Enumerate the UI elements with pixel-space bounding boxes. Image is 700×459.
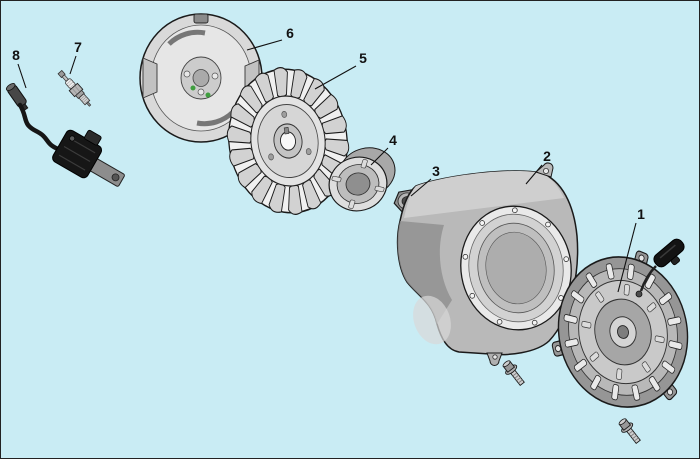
leader-lines [17, 39, 637, 293]
starter-rope [639, 265, 657, 292]
leader-line-6 [246, 39, 283, 51]
fan-cover-top-highlight [404, 170, 564, 218]
callout-number-7: 7 [74, 39, 82, 55]
callout-number-8: 8 [12, 47, 20, 63]
callout-number-4: 4 [389, 132, 397, 148]
callout-number-5: 5 [359, 50, 367, 66]
leader-line-5 [314, 65, 357, 90]
leader-line-3 [410, 178, 432, 197]
leader-line-1 [617, 222, 637, 293]
leader-line-7 [69, 55, 77, 75]
leader-line-2 [525, 164, 543, 185]
coil-body [52, 129, 125, 187]
fan-cover-bolt-holes [462, 207, 570, 326]
fan-cover-ear-top [535, 162, 554, 178]
leader-line-8 [17, 63, 27, 89]
callout-number-3: 3 [432, 163, 440, 179]
part-spark-plug [57, 69, 92, 107]
rope-guide [635, 290, 643, 298]
fan-cover-left-shadow [397, 221, 452, 324]
part-recoil-starter [550, 238, 689, 408]
part-fan-cover [396, 162, 579, 366]
coil-boot [5, 83, 29, 111]
fan-cover-scoop [413, 295, 451, 345]
fan-cover-opening [460, 205, 572, 331]
starter-handle [653, 238, 685, 268]
part-flywheel-fan [226, 66, 350, 216]
fan-cover-ear-bottom [486, 352, 503, 366]
leader-line-4 [370, 147, 389, 166]
part-ignition-coil [5, 83, 125, 187]
callout-number-2: 2 [543, 148, 551, 164]
part-starter-pulley-cup [328, 147, 396, 212]
callout-number-6: 6 [286, 25, 294, 41]
rotor-green-mark [205, 92, 211, 98]
callout-number-1: 1 [637, 206, 645, 222]
rotor-green-mark [190, 85, 196, 91]
